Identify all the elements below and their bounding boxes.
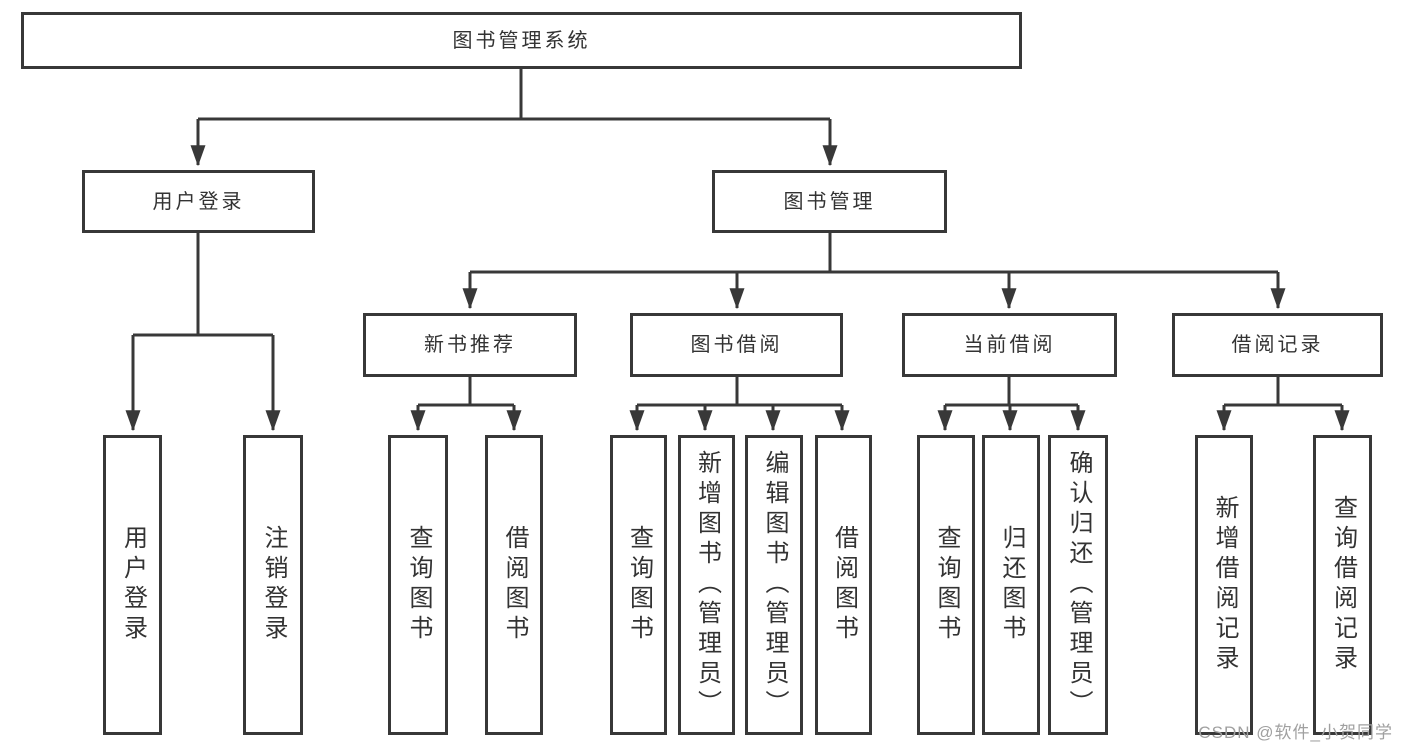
leaf-rec-query-books: 查询图书 [388, 435, 448, 735]
leaf-record-query: 查询借阅记录 [1313, 435, 1372, 735]
node-book-borrow: 图书借阅 [630, 313, 843, 377]
csdn-watermark: CSDN @软件_小贺同学 [1198, 723, 1393, 742]
leaf-borrow-add-books-admin: 新增图书（管理员） [678, 435, 735, 735]
leaf-current-confirm-return-admin: 确认归还（管理员） [1048, 435, 1108, 735]
leaf-current-query-books: 查询图书 [917, 435, 975, 735]
node-root-library-management-system: 图书管理系统 [21, 12, 1022, 69]
leaf-borrow-edit-books-admin: 编辑图书（管理员） [745, 435, 803, 735]
leaf-record-add: 新增借阅记录 [1195, 435, 1253, 735]
leaf-user-login: 用户登录 [103, 435, 162, 735]
node-current-borrow: 当前借阅 [902, 313, 1117, 377]
node-book-management: 图书管理 [712, 170, 947, 233]
leaf-current-return-books: 归还图书 [982, 435, 1040, 735]
node-user-login: 用户登录 [82, 170, 315, 233]
leaf-borrow-borrow-books: 借阅图书 [815, 435, 872, 735]
leaf-borrow-query-books: 查询图书 [610, 435, 667, 735]
node-borrow-record: 借阅记录 [1172, 313, 1383, 377]
leaf-logout: 注销登录 [243, 435, 303, 735]
leaf-rec-borrow-books: 借阅图书 [485, 435, 543, 735]
node-new-book-recommend: 新书推荐 [363, 313, 577, 377]
